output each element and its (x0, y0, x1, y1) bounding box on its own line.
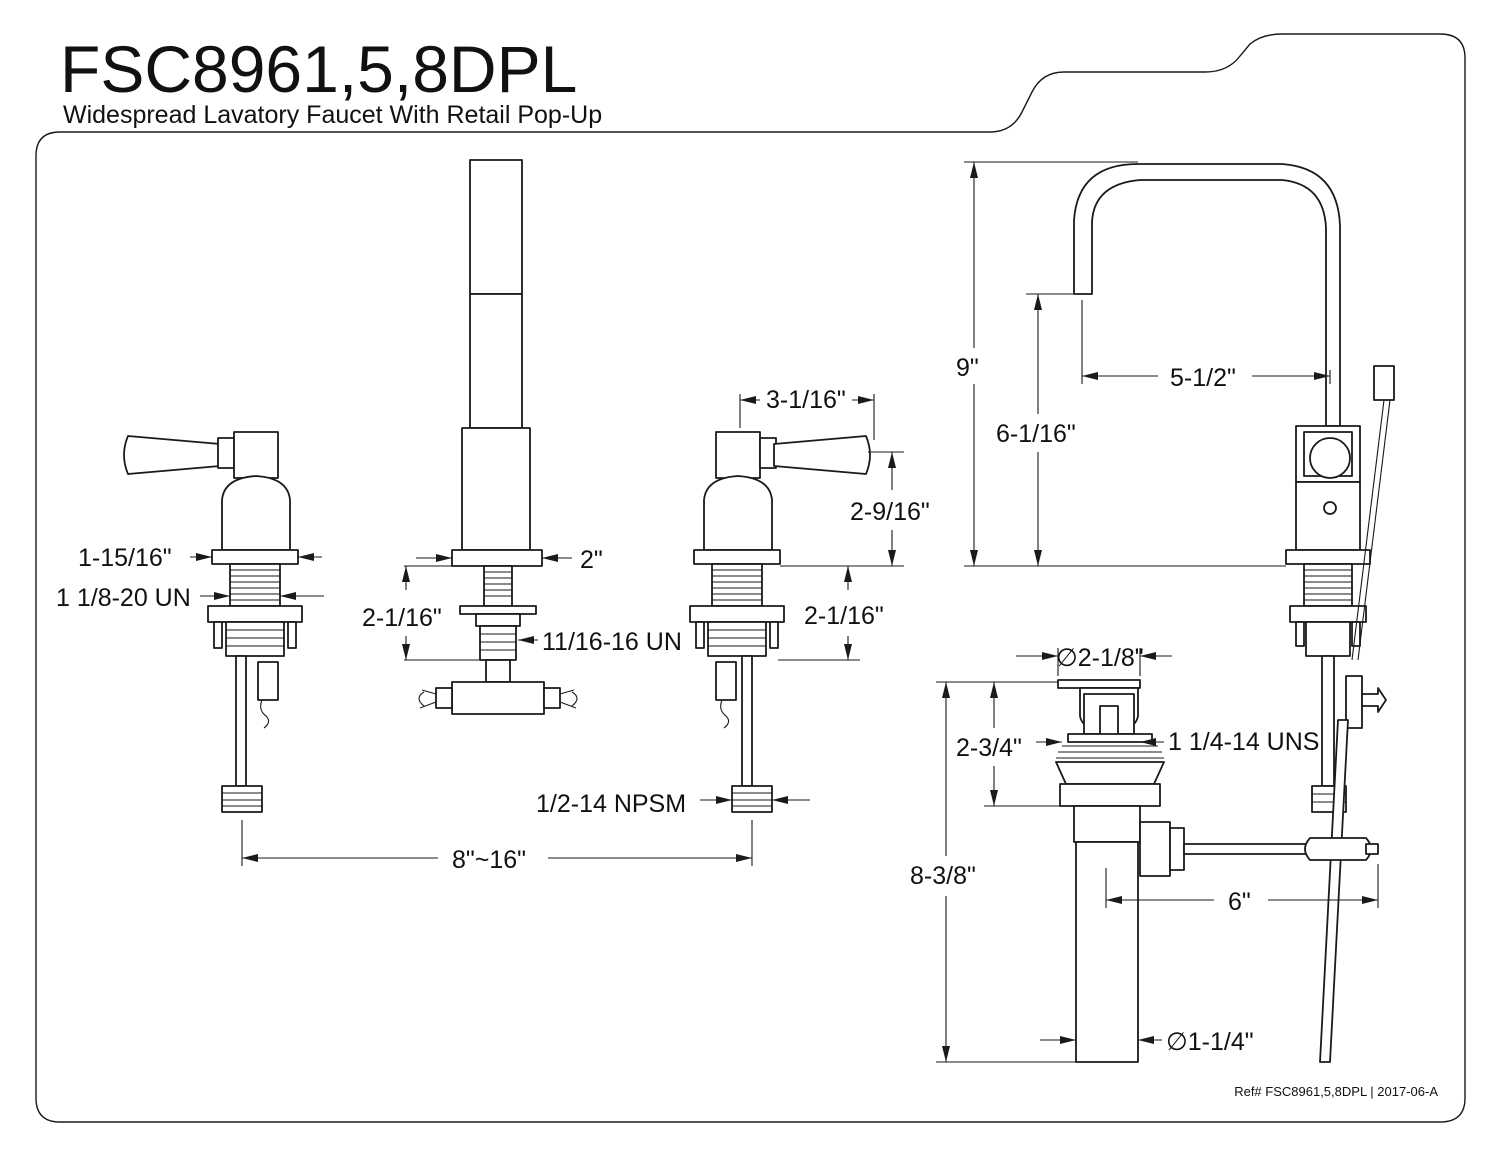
dim-handle-height: 2-9/16" (850, 498, 930, 526)
dim-drain-flange: ∅2-1/8" (1056, 644, 1144, 672)
dim-spout-shank: 2-1/16" (362, 604, 442, 632)
dim-right-shank: 2-1/16" (804, 602, 884, 630)
reference-number: Ref# FSC8961,5,8DPL | 2017-06-A (1234, 1084, 1438, 1099)
faucet-side-view (1073, 163, 1395, 1063)
dim-outlet-height: 6-1/16" (996, 420, 1076, 448)
dim-left-thread: 1 1/8-20 UN (56, 584, 191, 612)
dimension-arrows (196, 162, 1378, 1062)
dim-drain-overall: 8-3/8" (910, 862, 976, 890)
left-handle-valve (123, 431, 303, 813)
dim-drain-thread: 1 1/4-14 UNS (1168, 728, 1319, 756)
dim-left-flange: 1-15/16" (78, 544, 172, 572)
dim-spread: 8"~16" (452, 846, 526, 874)
dim-pivot-rod: 6" (1228, 888, 1251, 916)
spout-assembly (418, 159, 578, 715)
dim-spout-reach: 5-1/2" (1170, 364, 1236, 392)
dim-spout-thread: 11/16-16 UN (542, 628, 682, 656)
product-subtitle: Widespread Lavatory Faucet With Retail P… (63, 101, 602, 129)
drawing-frame (35, 33, 1466, 1123)
dim-supply-thread: 1/2-14 NPSM (536, 790, 686, 818)
right-handle-valve (689, 431, 871, 813)
dim-overall-height: 9" (956, 354, 979, 382)
dim-lever-reach: 3-1/16" (766, 386, 846, 414)
product-title: FSC8961,5,8DPL (60, 32, 577, 106)
dim-spout-flange: 2" (580, 546, 603, 574)
popup-drain (1055, 679, 1379, 1063)
dim-drain-body: 2-3/4" (956, 734, 1022, 762)
dim-tailpiece: ∅1-1/4" (1166, 1028, 1254, 1056)
